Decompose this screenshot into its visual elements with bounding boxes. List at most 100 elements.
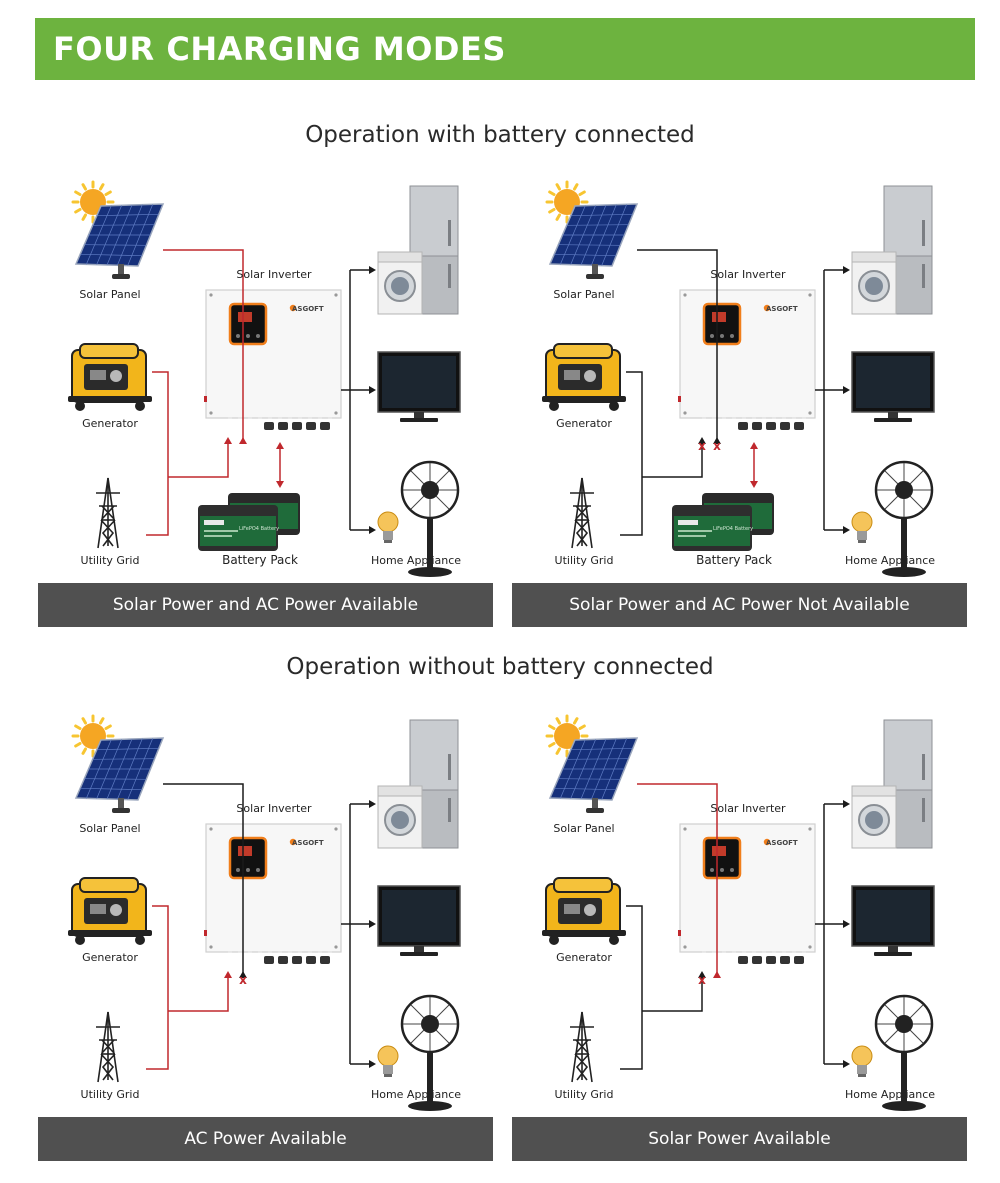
battery-pack-label: Battery Pack bbox=[696, 553, 772, 567]
generator-icon bbox=[68, 343, 152, 411]
inverter-brand-text: ASGOFT bbox=[292, 839, 324, 847]
utility-grid-tower-icon bbox=[570, 1011, 594, 1083]
refrigerator-icon bbox=[409, 719, 459, 849]
light-bulb-icon bbox=[851, 511, 873, 543]
home-appliance-label: Home Appliance bbox=[370, 1088, 462, 1101]
solar-panel-icon bbox=[545, 714, 639, 813]
inverter-brand-text: ASGOFT bbox=[766, 839, 798, 847]
output-arrow-icon bbox=[843, 800, 850, 808]
ac-arrow-icon bbox=[224, 437, 232, 444]
solar-arrow-icon bbox=[239, 437, 247, 444]
solar-panel-label: Solar Panel bbox=[79, 822, 141, 835]
solar-panel-label: Solar Panel bbox=[553, 288, 615, 301]
battery-arrow-up-icon bbox=[276, 442, 284, 449]
output-arrow-icon bbox=[369, 386, 376, 394]
blocked-x-marker: x bbox=[239, 973, 247, 987]
television-icon bbox=[851, 351, 935, 422]
ac-arrow-icon bbox=[698, 971, 706, 978]
generator-icon bbox=[68, 877, 152, 945]
solar-inverter-icon bbox=[678, 289, 816, 430]
output-arrow-icon bbox=[843, 266, 850, 274]
battery-brand-text: LiFePO4 Battery bbox=[239, 526, 279, 532]
battery-brand-text: LiFePO4 Battery bbox=[713, 526, 753, 532]
utility-grid-tower-icon bbox=[96, 1011, 120, 1083]
blocked-x-marker: x bbox=[713, 439, 721, 453]
solar-inverter-icon bbox=[204, 823, 342, 964]
banner-title: FOUR CHARGING MODES bbox=[53, 30, 506, 68]
charging-diagram: ASGOFT LiFePO4 Battery bbox=[68, 180, 461, 577]
section-title-with-battery: Operation with battery connected bbox=[305, 122, 695, 148]
charging-diagram: x ASGOFT bbox=[68, 714, 461, 1111]
solar-panel-icon bbox=[545, 180, 639, 279]
utility-grid-label: Utility Grid bbox=[554, 1088, 614, 1101]
fan-icon bbox=[874, 460, 934, 577]
battery-arrow-up-icon bbox=[750, 442, 758, 449]
ac-arrow-icon bbox=[698, 437, 706, 444]
battery-pack-label: Battery Pack bbox=[222, 553, 298, 567]
generator-label: Generator bbox=[82, 417, 138, 430]
solar-inverter-label: Solar Inverter bbox=[236, 802, 312, 815]
generator-label: Generator bbox=[556, 951, 612, 964]
solar-inverter-icon bbox=[204, 289, 342, 430]
mode-caption-bar: Solar Power and AC Power Not Available bbox=[512, 583, 967, 627]
solar-power-line bbox=[163, 783, 244, 977]
mode-caption: Solar Power and AC Power Not Available bbox=[569, 595, 910, 615]
output-arrow-icon bbox=[843, 920, 850, 928]
blocked-x-marker: x bbox=[698, 439, 706, 453]
output-arrow-icon bbox=[369, 526, 376, 534]
generator-icon bbox=[542, 343, 626, 411]
light-bulb-icon bbox=[851, 1045, 873, 1077]
battery-arrow-down-icon bbox=[750, 481, 758, 488]
solar-panel-label: Solar Panel bbox=[553, 822, 615, 835]
solar-panel-label: Solar Panel bbox=[79, 288, 141, 301]
output-arrow-icon bbox=[843, 526, 850, 534]
solar-inverter-label: Solar Inverter bbox=[710, 802, 786, 815]
utility-grid-tower-icon bbox=[96, 477, 120, 549]
output-arrow-icon bbox=[843, 1060, 850, 1068]
television-icon bbox=[377, 351, 461, 422]
ac-source-line bbox=[146, 371, 169, 536]
inverter-brand-text: ASGOFT bbox=[766, 305, 798, 313]
mode-caption: Solar Power Available bbox=[648, 1129, 831, 1149]
mode-caption: Solar Power and AC Power Available bbox=[112, 595, 419, 615]
solar-panel-icon bbox=[71, 180, 165, 279]
solar-power-line bbox=[637, 783, 718, 977]
ac-power-line bbox=[642, 443, 703, 478]
output-arrow-icon bbox=[369, 1060, 376, 1068]
solar-inverter-label: Solar Inverter bbox=[236, 268, 312, 281]
television-icon bbox=[851, 885, 935, 956]
television-icon bbox=[377, 885, 461, 956]
washing-machine-icon bbox=[377, 785, 423, 849]
ac-source-line bbox=[620, 371, 643, 536]
mode-caption-bar: Solar Power and AC Power Available bbox=[38, 583, 493, 627]
output-arrow-icon bbox=[843, 386, 850, 394]
battery-pack-icon bbox=[198, 493, 300, 551]
output-arrow-icon bbox=[369, 920, 376, 928]
battery-arrow-down-icon bbox=[276, 481, 284, 488]
utility-grid-tower-icon bbox=[570, 477, 594, 549]
generator-icon bbox=[542, 877, 626, 945]
solar-arrow-icon bbox=[713, 437, 721, 444]
battery-pack-icon bbox=[672, 493, 774, 551]
fan-icon bbox=[874, 994, 934, 1111]
fan-icon bbox=[400, 994, 460, 1111]
mode-caption-bar: AC Power Available bbox=[38, 1117, 493, 1161]
home-appliance-label: Home Appliance bbox=[844, 554, 936, 567]
utility-grid-label: Utility Grid bbox=[554, 554, 614, 567]
output-arrow-icon bbox=[369, 266, 376, 274]
ac-power-line bbox=[168, 443, 229, 478]
ac-source-line bbox=[146, 905, 169, 1070]
solar-inverter-label: Solar Inverter bbox=[710, 268, 786, 281]
solar-arrow-icon bbox=[239, 971, 247, 978]
inverter-brand-text: ASGOFT bbox=[292, 305, 324, 313]
solar-arrow-icon bbox=[713, 971, 721, 978]
washing-machine-icon bbox=[851, 251, 897, 315]
ac-source-line bbox=[620, 905, 643, 1070]
header-banner: FOUR CHARGING MODES bbox=[35, 18, 975, 80]
